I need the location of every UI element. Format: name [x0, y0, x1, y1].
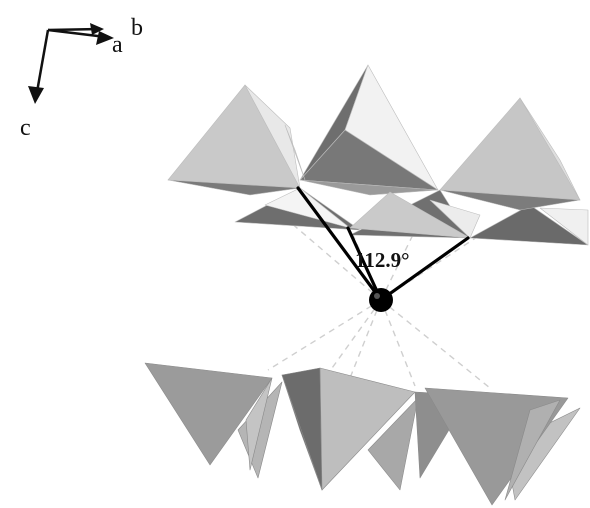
central-atom-highlight	[374, 293, 380, 299]
tetrahedron-face-mid	[349, 191, 471, 239]
c-axis-arrow-line	[35, 29, 50, 93]
tetrahedron-face-light	[264, 187, 351, 229]
tetrahedron-face-light	[244, 84, 301, 189]
central-atom	[369, 288, 393, 312]
contact-line	[349, 299, 382, 379]
contact-line	[289, 221, 382, 301]
bond-angle-label: 112.9°	[355, 248, 410, 272]
tetrahedron-face-bottom	[319, 367, 416, 491]
tetrahedron-face-light	[519, 97, 581, 201]
tetrahedron-face-light	[245, 377, 273, 471]
a-axis-label: a	[112, 32, 123, 58]
tetrahedron-face-light	[429, 199, 481, 239]
tetrahedron-face-mid	[439, 97, 581, 201]
contact-line	[321, 299, 382, 383]
tetrahedron-face-dark	[439, 189, 581, 211]
tetrahedron-face-mid	[284, 124, 306, 181]
contact-line	[380, 299, 491, 389]
bond-line	[379, 236, 470, 302]
bond-line	[296, 186, 383, 302]
tetrahedron-face-mid	[299, 179, 439, 196]
b-axis-arrowhead	[90, 23, 104, 35]
tetrahedron-face-dark	[469, 204, 589, 246]
contact-line	[267, 299, 382, 371]
tetrahedron-face-mid	[504, 399, 561, 501]
tetrahedron-face-dark	[281, 367, 323, 491]
lower-tetrahedra-layer	[144, 362, 581, 506]
tetrahedron-face-mid	[367, 397, 419, 491]
contact-line	[380, 299, 416, 387]
a-axis-arrowhead	[96, 31, 114, 45]
bond-lines	[296, 186, 470, 302]
tetrahedron-face-light	[539, 207, 589, 246]
tetrahedron-face-dark	[281, 374, 323, 491]
axes-indicator: a b c	[20, 15, 143, 141]
a-axis-arrow-line	[47, 28, 107, 39]
bond-line	[346, 226, 383, 302]
upper-tetrahedra-layer	[167, 64, 589, 246]
b-axis-label: b	[131, 15, 143, 41]
tetrahedron-face-dark	[167, 179, 301, 196]
tetrahedron-face-bottom	[144, 362, 273, 466]
c-axis-label: c	[20, 115, 31, 141]
c-axis-arrowhead	[28, 86, 44, 104]
